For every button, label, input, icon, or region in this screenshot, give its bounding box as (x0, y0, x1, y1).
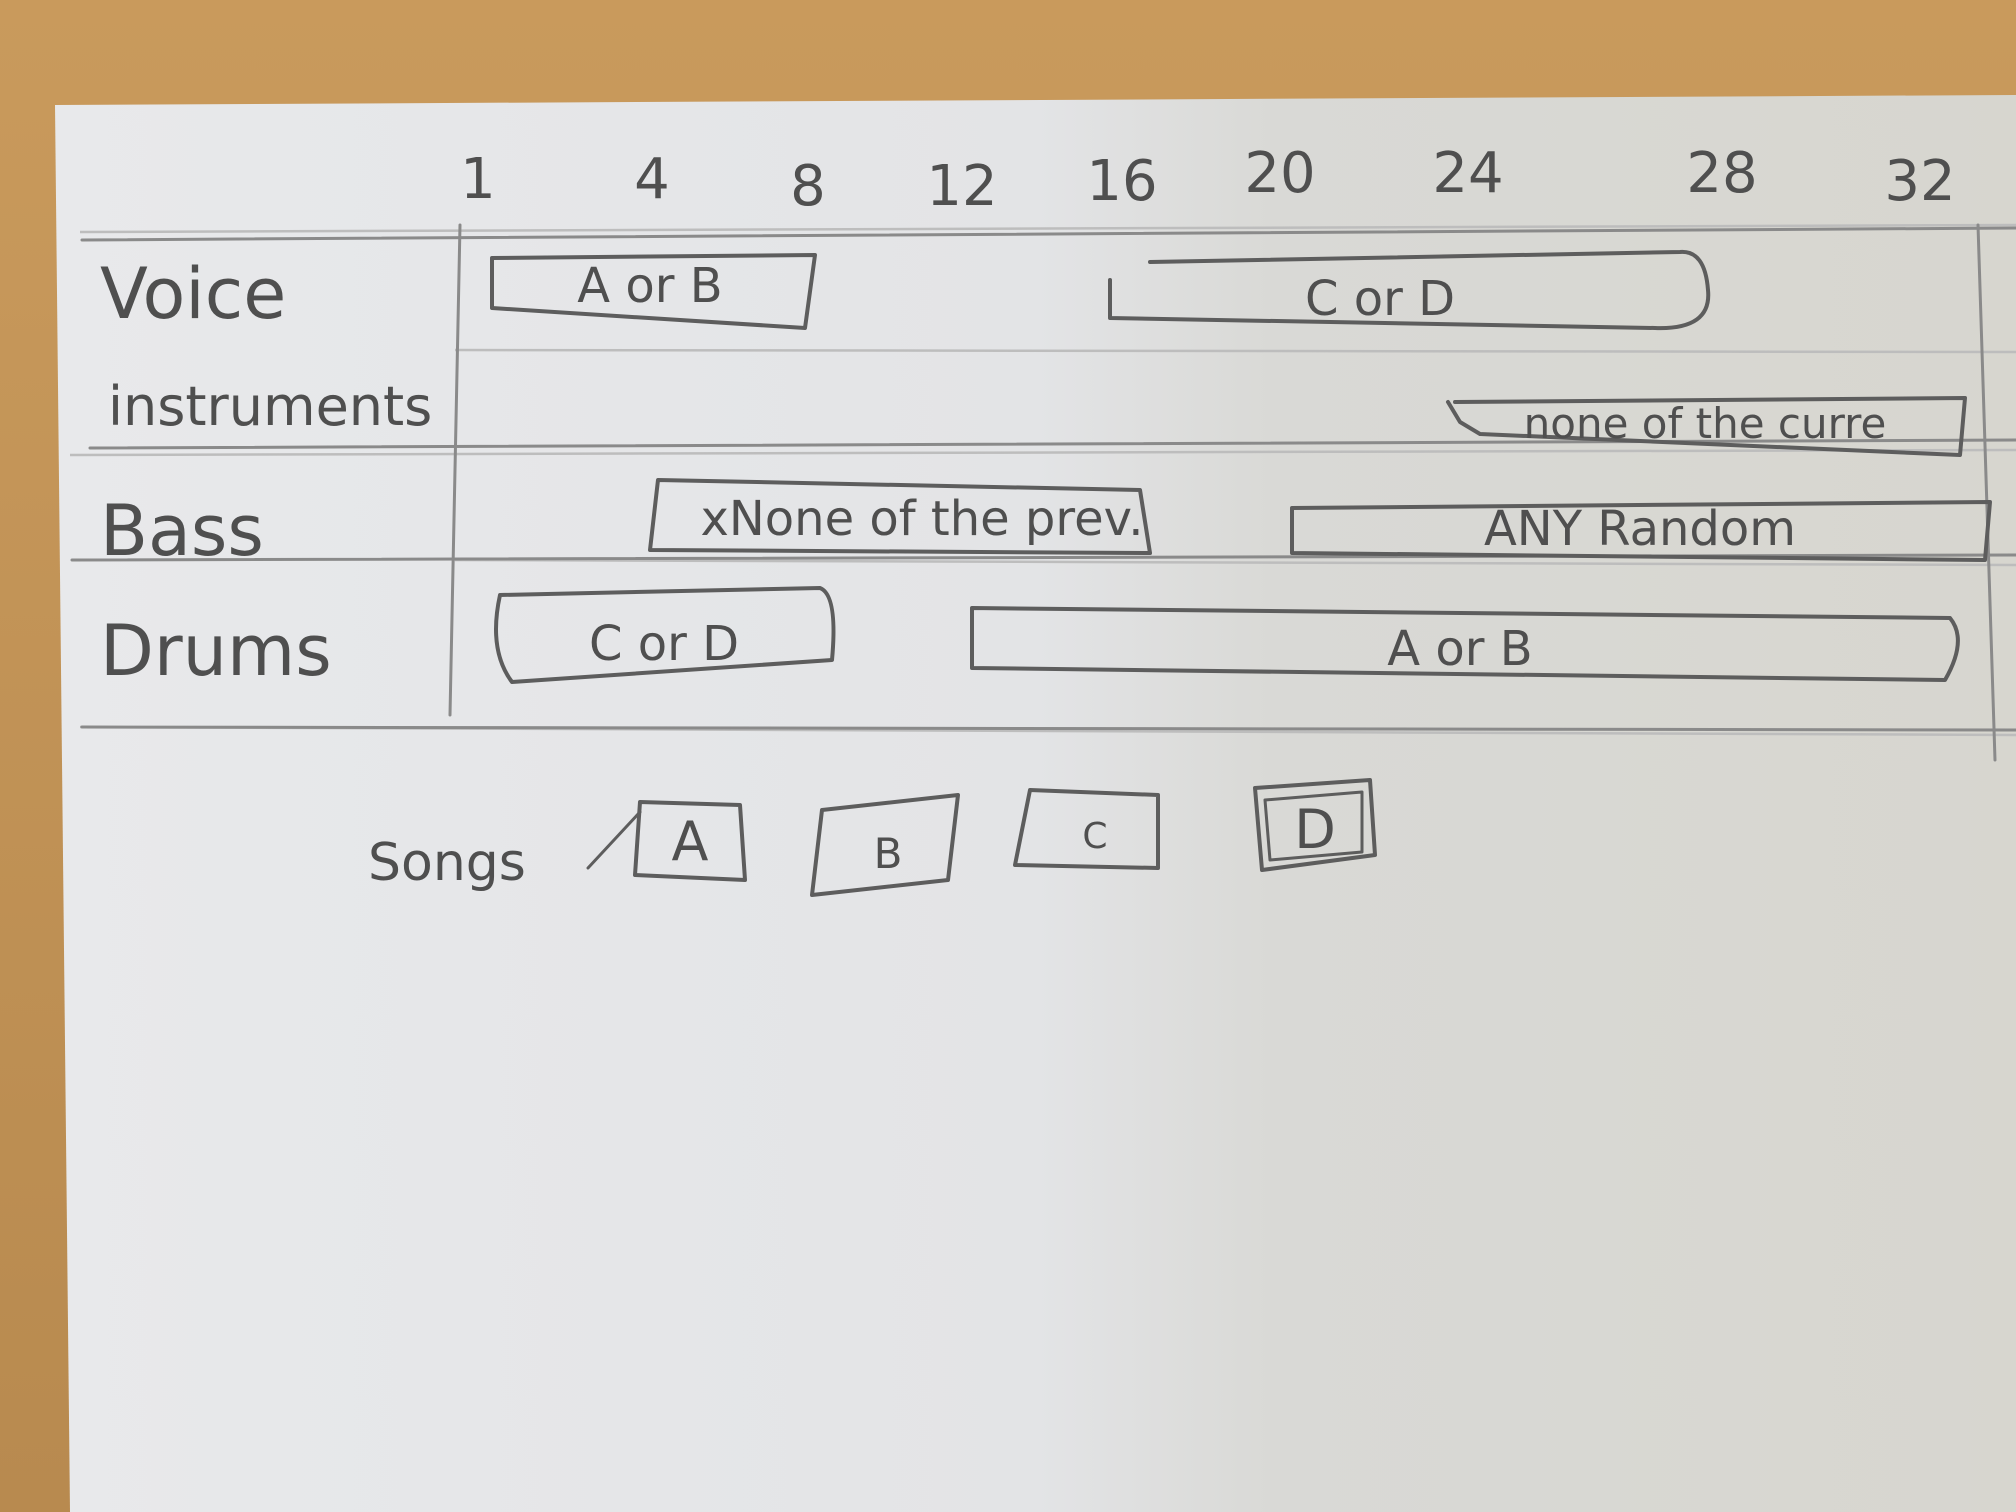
clip-label: C or D (1305, 271, 1455, 327)
tick-label: 16 (1086, 149, 1157, 214)
tick-label: 4 (634, 147, 670, 212)
clip-drums-2[interactable]: A or B (970, 606, 1960, 682)
tick-label: 8 (790, 154, 826, 219)
clip-voice-2[interactable]: C or D (1108, 249, 1711, 331)
song-label: D (1294, 798, 1336, 861)
song-box-a[interactable]: A (633, 800, 747, 882)
track-label-instruments: instruments (108, 375, 432, 438)
tick-label: 20 (1244, 141, 1315, 206)
track-label-bass: Bass (100, 490, 264, 572)
paper-sheet (55, 95, 2016, 1512)
grid (70, 223, 2016, 762)
clip-bass-2[interactable]: ANY Random (1290, 500, 1992, 562)
tick-label: 32 (1884, 149, 1955, 214)
song-box-c[interactable]: C (1013, 788, 1160, 870)
clip-label: xNone of the prev. (700, 491, 1143, 547)
clip-instruments-1[interactable]: none of the curre (1446, 396, 1967, 457)
clip-label: C or D (589, 616, 739, 672)
clip-bass-1[interactable]: xNone of the prev. (648, 478, 1152, 555)
clip-label: A or B (577, 258, 722, 314)
track-label-voice: Voice (100, 253, 286, 335)
clip-drums-1[interactable]: C or D (494, 586, 836, 684)
clip-label: none of the curre (1524, 399, 1887, 448)
tick-label: 12 (926, 154, 997, 219)
song-box-d[interactable]: D (1253, 778, 1377, 872)
track-labels: Voice instruments Bass Drums (100, 253, 432, 692)
song-label: C (1082, 816, 1107, 857)
song-label: A (672, 810, 709, 873)
song-box-b[interactable]: B (810, 793, 960, 897)
clip-label: A or B (1387, 621, 1532, 677)
track-label-drums: Drums (100, 610, 332, 692)
clip-voice-1[interactable]: A or B (490, 253, 817, 330)
tick-label: 1 (460, 147, 496, 212)
tick-label: 24 (1432, 141, 1503, 206)
songs-label: Songs (368, 833, 526, 893)
song-label: B (874, 829, 903, 878)
clip-label: ANY Random (1484, 501, 1796, 557)
tick-label: 28 (1686, 141, 1757, 206)
timeline-ticks: 1 4 8 12 16 20 24 28 32 (460, 141, 1955, 219)
